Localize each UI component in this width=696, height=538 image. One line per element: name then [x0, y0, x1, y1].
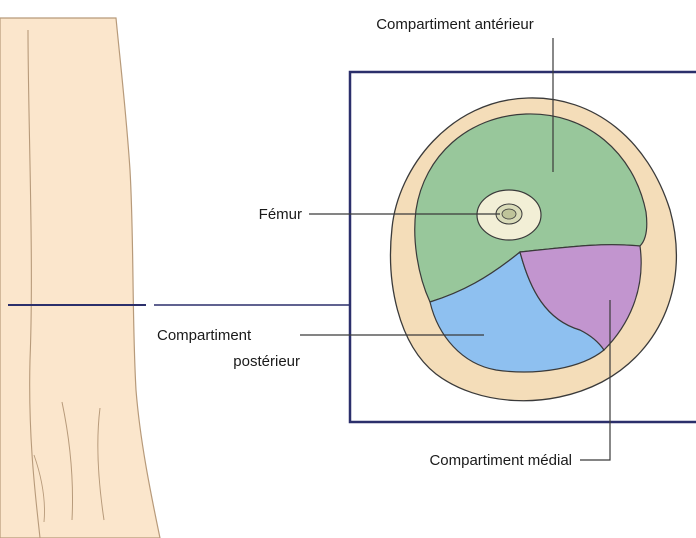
- leg-shape: [0, 18, 160, 538]
- label-posterior-compartment-line2: postérieur: [233, 353, 300, 370]
- label-posterior-compartment-line1: Compartiment: [157, 327, 252, 344]
- leg-silhouette: [0, 18, 160, 538]
- femur-marrow: [502, 209, 516, 219]
- label-anterior-compartment: Compartiment antérieur: [376, 16, 534, 33]
- cross-section: [391, 98, 677, 401]
- label-medial-compartment: Compartiment médial: [429, 452, 572, 469]
- label-femur: Fémur: [259, 206, 302, 223]
